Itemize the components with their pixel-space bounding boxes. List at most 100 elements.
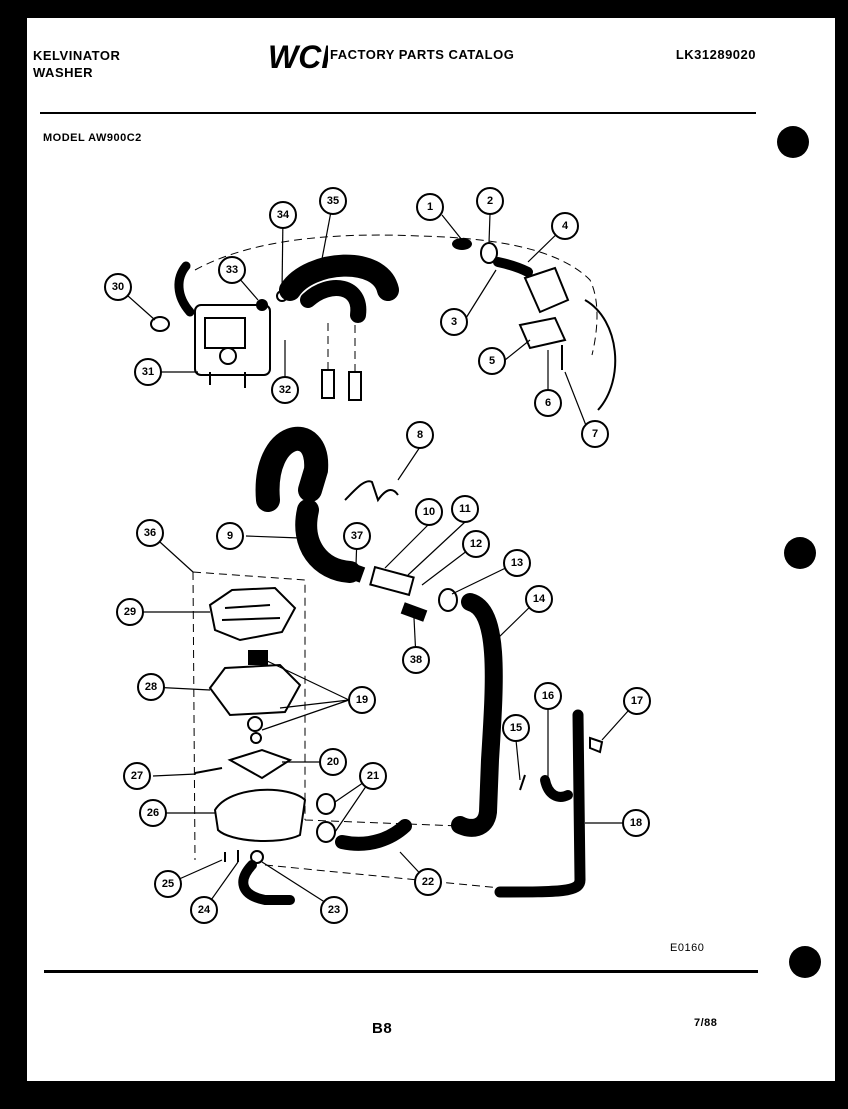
svg-text:1: 1 (427, 201, 433, 213)
svg-text:23: 23 (328, 904, 340, 916)
callout-10: 10 (415, 498, 443, 526)
callout-20: 20 (319, 748, 347, 776)
callout-25: 25 (154, 870, 182, 898)
header-rule (40, 112, 756, 114)
callout-33: 33 (218, 256, 246, 284)
svg-text:19: 19 (356, 694, 368, 706)
callout-1: 1 (416, 193, 444, 221)
catalog-title: FACTORY PARTS CATALOG (330, 47, 515, 62)
svg-text:18: 18 (630, 817, 642, 829)
callout-28: 28 (137, 673, 165, 701)
inlet-hose-part (279, 254, 399, 401)
svg-text:3: 3 (451, 316, 457, 328)
callout-15: 15 (502, 714, 530, 742)
svg-text:8: 8 (417, 429, 423, 441)
callout-4: 4 (551, 212, 579, 240)
svg-text:27: 27 (131, 770, 143, 782)
svg-text:29: 29 (124, 606, 136, 618)
callout-38: 38 (402, 646, 430, 674)
callout-35: 35 (319, 187, 347, 215)
svg-text:10: 10 (423, 506, 435, 518)
svg-text:25: 25 (162, 878, 174, 890)
callout-3: 3 (440, 308, 468, 336)
svg-text:20: 20 (327, 756, 339, 768)
callout-37: 37 (343, 522, 371, 550)
svg-text:5: 5 (489, 355, 495, 367)
vent-assembly-part (452, 238, 617, 411)
svg-text:30: 30 (112, 281, 124, 293)
svg-text:26: 26 (147, 807, 159, 819)
svg-text:17: 17 (631, 695, 643, 707)
callout-32: 32 (271, 376, 299, 404)
svg-text:28: 28 (145, 681, 157, 693)
water-valve-part (150, 261, 288, 388)
svg-text:36: 36 (144, 527, 156, 539)
callout-18: 18 (622, 809, 650, 837)
callout-21: 21 (359, 762, 387, 790)
svg-text:12: 12 (470, 538, 482, 550)
brand-block: KELVINATOR WASHER (33, 47, 120, 81)
hose-18-inner (498, 713, 583, 894)
callout-29: 29 (116, 598, 144, 626)
svg-text:24: 24 (198, 904, 211, 916)
logo-text: WCI (268, 39, 328, 74)
model-label: MODEL AW900C2 (43, 132, 142, 144)
callout-31: 31 (134, 358, 162, 386)
brand-name: KELVINATOR (33, 48, 121, 63)
hose-22-part (335, 819, 412, 851)
callout-17: 17 (623, 687, 651, 715)
page-date: 7/88 (694, 1017, 718, 1029)
punch-hole-top (777, 126, 809, 158)
callout-24: 24 (190, 896, 218, 924)
callout-7: 7 (581, 420, 609, 448)
catalog-code: LK31289020 (675, 47, 756, 62)
drain-hose-part (255, 426, 361, 583)
svg-text:31: 31 (142, 366, 154, 378)
svg-text:11: 11 (459, 503, 471, 515)
svg-text:13: 13 (511, 557, 523, 569)
svg-text:16: 16 (542, 690, 554, 702)
svg-text:7: 7 (592, 428, 598, 440)
callout-14: 14 (525, 585, 553, 613)
diagram-code: E0160 (670, 942, 705, 954)
svg-text:15: 15 (510, 722, 522, 734)
page-number: B8 (372, 1020, 393, 1037)
svg-text:33: 33 (226, 264, 238, 276)
screw-15-part (519, 774, 526, 791)
svg-text:4: 4 (562, 220, 569, 232)
svg-text:21: 21 (367, 770, 379, 782)
callout-12: 12 (462, 530, 490, 558)
callout-13: 13 (503, 549, 531, 577)
clip-17-part (589, 736, 604, 754)
svg-text:34: 34 (277, 209, 290, 221)
svg-text:35: 35 (327, 195, 339, 207)
svg-text:32: 32 (279, 384, 291, 396)
callout-2: 2 (476, 187, 504, 215)
wci-logo: WCI (268, 39, 328, 74)
callout-5: 5 (478, 347, 506, 375)
hose-coupling-part (342, 561, 458, 622)
callout-9: 9 (216, 522, 244, 550)
footer-rule (44, 970, 758, 973)
callout-36: 36 (136, 519, 164, 547)
svg-text:37: 37 (351, 530, 363, 542)
svg-text:6: 6 (545, 397, 551, 409)
svg-text:9: 9 (227, 530, 233, 542)
pump-assembly-part (194, 586, 336, 864)
svg-text:38: 38 (410, 654, 422, 666)
callout-22: 22 (414, 868, 442, 896)
callout-6: 6 (534, 389, 562, 417)
outline-pump-assembly (192, 571, 461, 861)
hose-24-part (238, 860, 295, 905)
punch-hole-bottom (789, 946, 821, 978)
clip-part (344, 480, 399, 503)
callout-23: 23 (320, 896, 348, 924)
outline-top-assembly (194, 234, 598, 356)
callout-30: 30 (104, 273, 132, 301)
product-type: WASHER (33, 65, 94, 80)
callout-16: 16 (534, 682, 562, 710)
callout-11: 11 (451, 495, 479, 523)
hose-18-part (494, 709, 586, 898)
svg-text:2: 2 (487, 195, 493, 207)
